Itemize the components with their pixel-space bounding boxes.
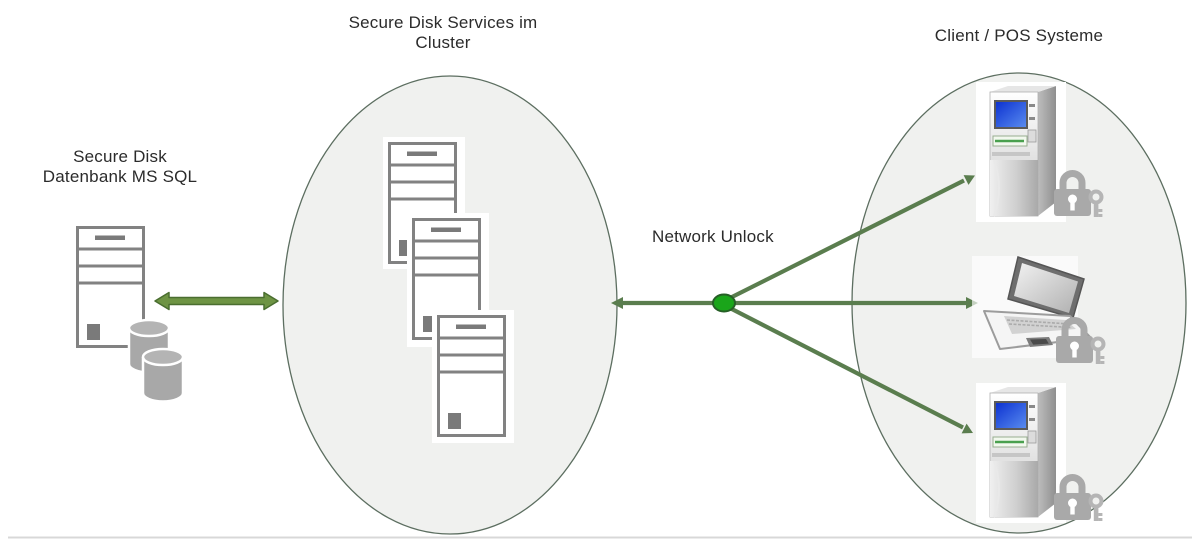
clients-label: Client / POS Systeme [934,26,1104,45]
client-laptop-middle [972,256,1104,364]
pos-terminal-icon [988,385,1058,519]
cluster-label-line1: Secure Disk Services im [348,13,538,32]
client-pos-top [976,82,1102,222]
pos-terminal-icon [988,84,1058,218]
cluster-label-line2: Cluster [415,33,471,52]
database-label-line1: Secure Disk [73,147,167,166]
cluster-server-icon [437,315,506,437]
cluster-label: Secure Disk Services im Cluster [313,13,573,53]
database-cylinder-icon [141,347,185,403]
sync-double-arrow [154,291,279,311]
cluster-server-group [383,137,514,443]
network-connector-lines [611,175,978,434]
arrowhead-left [611,297,623,309]
network-node-dot [712,293,736,313]
connector-top-line [723,178,965,303]
arrowhead-bottom [961,423,973,434]
arrowhead-top [963,175,975,185]
database-label-line2: Datenbank MS SQL [42,167,198,186]
database-label: Secure Disk Datenbank MS SQL [10,147,230,187]
client-pos-bottom [976,383,1102,523]
connector-bottom-line [723,303,964,430]
network-unlock-label: Network Unlock [652,227,774,246]
